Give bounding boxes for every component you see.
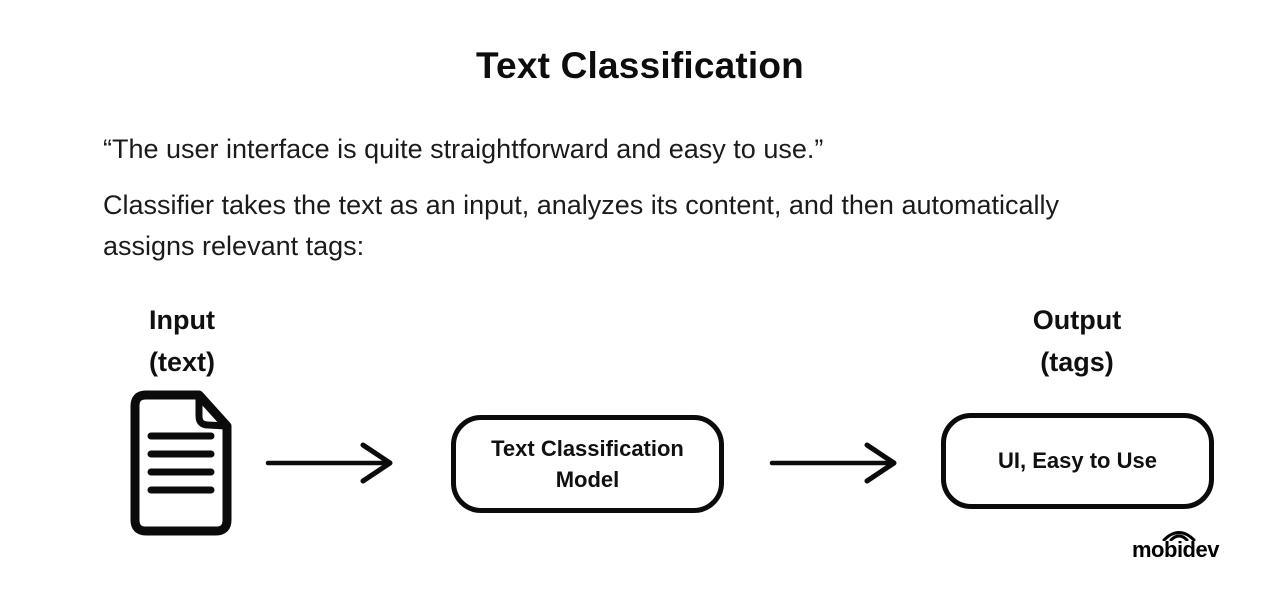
quote-text: “The user interface is quite straightfor…	[103, 134, 824, 164]
description-text: Classifier takes the text as an input, a…	[103, 190, 1060, 261]
page-title: Text Classification	[476, 45, 804, 86]
input-label-line2: (text)	[149, 347, 215, 377]
input-label: Input (text)	[82, 299, 282, 383]
wifi-signal-arcs-icon	[1161, 528, 1197, 546]
output-label-line2: (tags)	[1040, 347, 1114, 377]
output-label-line1: Output	[1032, 305, 1122, 335]
output-box: UI, Easy to Use	[941, 413, 1214, 509]
model-box: Text Classification Model	[451, 415, 724, 513]
arrow-right-icon	[768, 441, 902, 490]
output-box-label: UI, Easy to Use	[998, 448, 1157, 473]
model-box-label: Text Classification Model	[491, 436, 684, 492]
mobidev-logo-text: mobidev	[1132, 537, 1219, 562]
arrow-right-icon	[264, 441, 398, 490]
mobidev-logo: mobidev	[1132, 528, 1227, 566]
output-label: Output (tags)	[977, 299, 1177, 383]
document-with-text-lines-icon	[128, 390, 234, 541]
input-label-line1: Input	[149, 305, 215, 335]
